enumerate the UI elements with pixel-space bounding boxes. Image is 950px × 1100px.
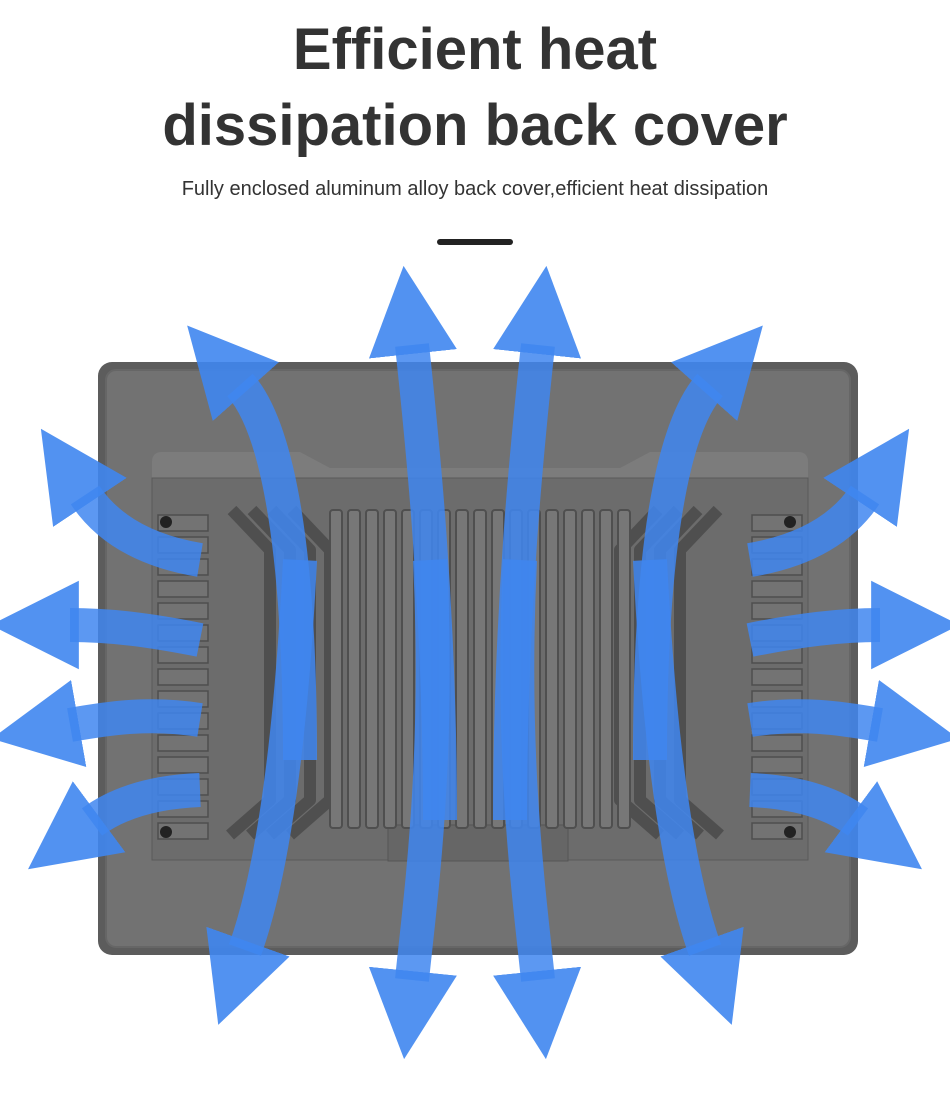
vertical-fin (617, 509, 631, 829)
subtitle: Fully enclosed aluminum alloy back cover… (181, 178, 769, 200)
headline-line-1: Efficient heat (292, 17, 658, 82)
airflow-arrow-icon (493, 559, 582, 1060)
side-fin (157, 602, 209, 620)
vertical-fin (599, 509, 613, 829)
vertical-fin (563, 509, 577, 829)
screw-icon (784, 826, 796, 838)
vertical-fin (383, 509, 397, 829)
side-fin (157, 580, 209, 598)
airflow-arrow-icon (746, 428, 910, 577)
vertical-fin (545, 509, 559, 829)
side-fin (751, 580, 803, 598)
vertical-fin (329, 509, 343, 829)
vertical-fin (473, 509, 487, 829)
screw-icon (160, 516, 172, 528)
airflow-arrow-icon (0, 679, 203, 768)
headline-line-2: dissipation back cover (162, 93, 788, 158)
airflow-arrow-icon (40, 428, 204, 577)
side-fin (751, 734, 803, 752)
airflow-arrow-icon (746, 580, 950, 670)
vertical-fin (347, 509, 361, 829)
airflow-arrow-icon (633, 559, 744, 1025)
screw-icon (160, 826, 172, 838)
angled-fin (674, 505, 724, 840)
airflow-arrow-icon (368, 559, 457, 1060)
vertical-fin (581, 509, 595, 829)
vertical-fin (365, 509, 379, 829)
heatsink-top-bevel (152, 452, 808, 480)
screw-icon (784, 516, 796, 528)
airflow-arrow-icon (749, 773, 922, 870)
airflow-arrow-icon (747, 679, 950, 768)
airflow-arrow-icon (28, 773, 201, 870)
side-fin (157, 756, 209, 774)
side-fin (157, 668, 209, 686)
divider (437, 239, 513, 245)
angled-fin (226, 505, 276, 840)
side-fin (751, 756, 803, 774)
airflow-arrow-icon (206, 559, 317, 1025)
side-fin (157, 734, 209, 752)
side-fin (751, 668, 803, 686)
vertical-fin (401, 509, 415, 829)
vertical-fin (455, 509, 469, 829)
airflow-arrow-icon (0, 580, 204, 670)
